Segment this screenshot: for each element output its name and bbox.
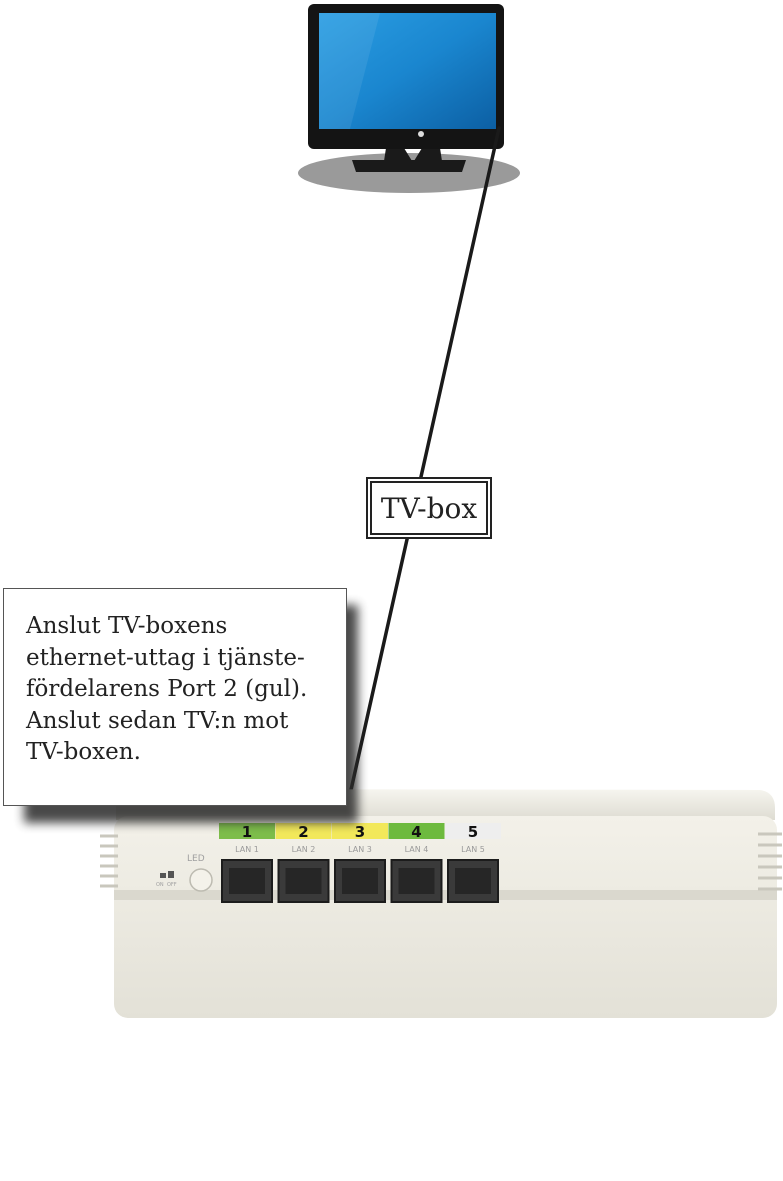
- instruction-box: Anslut TV-boxens ethernet-uttag i tjänst…: [3, 588, 347, 806]
- power-switch: [160, 873, 166, 878]
- led-label: LED: [187, 854, 205, 864]
- router-vents-right: [758, 832, 782, 891]
- switch-off-label: OFF: [167, 882, 177, 888]
- router-vents-left: [100, 834, 118, 888]
- port-1-lan-label: LAN 1: [235, 845, 259, 854]
- port-5-lan-label: LAN 5: [461, 845, 485, 854]
- tv-power-indicator: [418, 131, 424, 137]
- led-button: [189, 868, 213, 892]
- instruction-line-2: ethernet-uttag i tjänste-: [26, 644, 305, 671]
- router-front: [114, 816, 777, 1018]
- switch-on-label: ON: [156, 882, 164, 888]
- port-2-lan-label: LAN 2: [292, 845, 316, 854]
- port-4-number: 4: [411, 823, 421, 841]
- tv-monitor-icon: [298, 4, 520, 193]
- instruction-line-1: Anslut TV-boxens: [26, 613, 228, 639]
- instruction-line-3: fördelarens Port 2 (gul).: [26, 676, 308, 702]
- tvbox-label: TV-box: [366, 477, 492, 539]
- instruction-line-4: Anslut sedan TV:n mot: [26, 707, 289, 734]
- tv-screen: [319, 13, 496, 129]
- tv-stand: [384, 148, 442, 161]
- port-5-color-label: [445, 823, 501, 839]
- ethernet-port-1-socket: [229, 868, 265, 894]
- port-1-number: 1: [242, 823, 252, 841]
- ethernet-port-3-socket: [342, 868, 378, 894]
- port-5-number: 5: [468, 823, 478, 841]
- ethernet-port-2-socket: [285, 868, 322, 894]
- ethernet-port-4-socket: [398, 868, 435, 894]
- ethernet-port-5-socket: [455, 868, 491, 894]
- tvbox-label-text: TV-box: [380, 491, 478, 525]
- port-4-color-label: [388, 823, 445, 839]
- port-2-number: 2: [298, 823, 308, 841]
- port-1-color-label: [219, 823, 275, 839]
- port-4-lan-label: LAN 4: [405, 845, 429, 854]
- port-3-lan-label: LAN 3: [348, 845, 372, 854]
- port-3-number: 3: [355, 823, 365, 841]
- port-2-color-label: [275, 823, 332, 839]
- port-3-color-label: [332, 823, 388, 839]
- instruction-line-5: TV-boxen.: [26, 739, 141, 765]
